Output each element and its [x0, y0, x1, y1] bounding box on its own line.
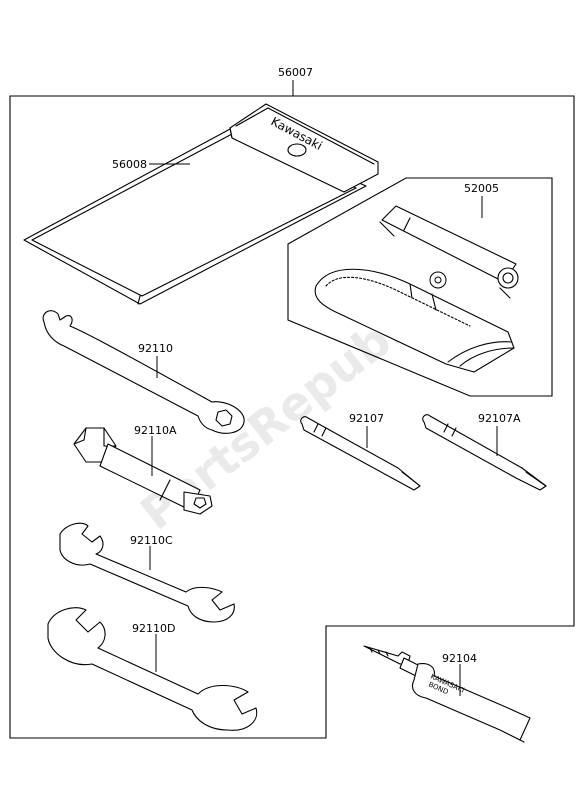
label-wrench-92110d: 92110D	[132, 622, 175, 635]
spanner-92110	[42, 310, 245, 434]
label-screwdriver-92107: 92107	[349, 412, 384, 425]
screwdriver-set-frame	[287, 177, 553, 397]
label-bond: 92104	[442, 652, 477, 665]
screwdriver-bit-92107a	[422, 414, 547, 491]
kit-frame	[9, 95, 575, 739]
label-wrench-92110c: 92110C	[130, 534, 173, 547]
screwdriver-handle	[379, 205, 519, 299]
wrench-92110d	[47, 607, 258, 731]
screwdriver-sleeve	[314, 268, 515, 373]
label-kit: 56007	[278, 66, 313, 79]
gear-icon-center	[434, 276, 442, 284]
tool-pouch	[23, 103, 379, 305]
label-plug-wrench: 92110A	[134, 424, 177, 437]
label-screwdriver-set: 52005	[464, 182, 499, 195]
label-screwdriver-92107a: 92107A	[478, 412, 521, 425]
label-pouch: 56008	[112, 158, 147, 171]
wrench-92110c	[59, 522, 235, 623]
label-spanner-92110: 92110	[138, 342, 173, 355]
screwdriver-bit-92107	[300, 416, 421, 491]
plug-wrench-92110a	[73, 427, 213, 515]
gear-icon	[429, 271, 447, 289]
bond-tube-92104	[363, 645, 531, 743]
